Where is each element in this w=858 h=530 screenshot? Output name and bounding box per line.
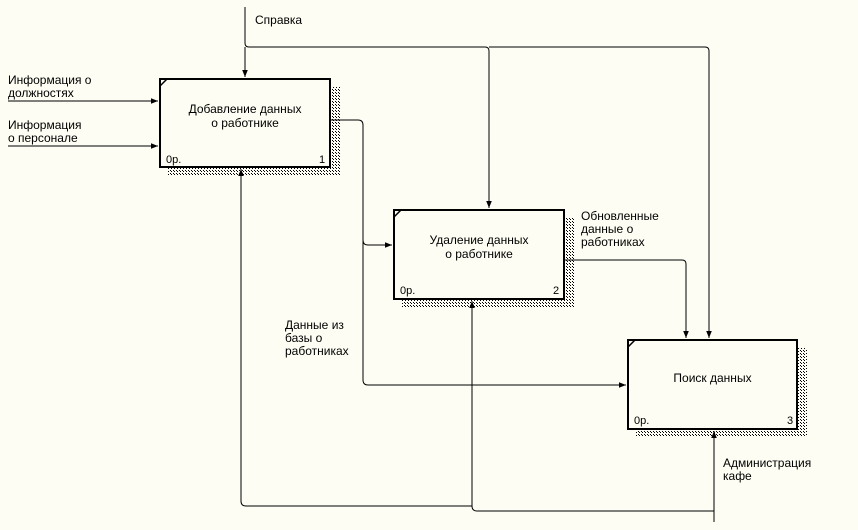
arrow-box-2-to-box-3 (564, 259, 689, 338)
box-3-title: Поиск данных (673, 371, 752, 385)
box-3-number: 3 (787, 415, 794, 427)
arrow-box-1-to-box-2 (330, 119, 392, 248)
arrow-control-to-box-2 (244, 7, 492, 208)
box-2-cost: 0р. (400, 285, 416, 297)
box-2-title: Удаление данных о работнике (429, 233, 529, 261)
box-2-corner-tick (393, 209, 402, 218)
label-input-personnel: Информация о персонале (8, 118, 82, 145)
label-output-db: Данные из базы о работниках (285, 318, 349, 358)
arrow-control-to-box-3 (489, 46, 712, 338)
box-3-corner-tick (627, 339, 636, 348)
label-output-updated: Обновленные данные о работниках (581, 209, 659, 249)
arrow-mechanism-to-box-1 (238, 169, 472, 507)
arrow-box-1-to-box-3 (362, 240, 626, 388)
box-1-title: Добавление данных о работнике (188, 102, 302, 130)
box-3 (627, 339, 798, 430)
box-1-corner-tick (159, 78, 168, 87)
box-2 (393, 209, 565, 300)
box-3-cost: 0р. (634, 415, 650, 427)
label-control: Справка (255, 13, 303, 27)
box-1-cost: 0р. (166, 154, 182, 166)
box-2-number: 2 (553, 285, 560, 297)
label-input-positions: Информация о должностях (8, 73, 92, 100)
box-1 (159, 78, 331, 168)
box-1-number: 1 (319, 154, 326, 166)
label-mechanism: Администрация кафе (723, 456, 812, 483)
